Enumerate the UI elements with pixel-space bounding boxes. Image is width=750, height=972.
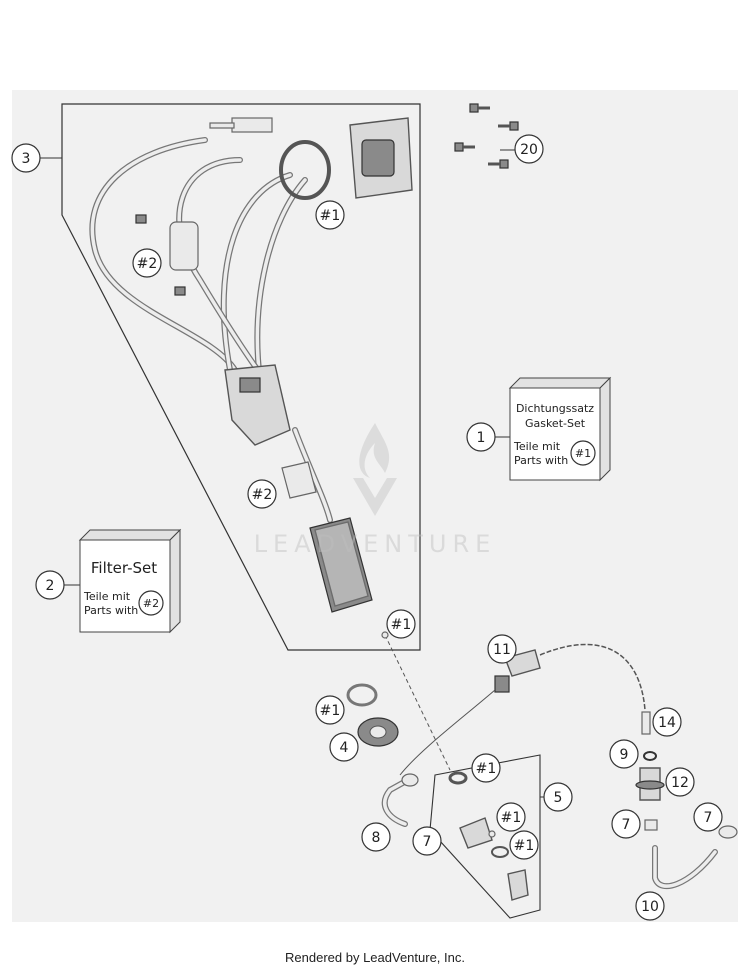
svg-text:Parts with: Parts with <box>514 454 568 467</box>
callout-1[interactable]: 1 <box>466 422 496 452</box>
svg-text:4: 4 <box>340 740 349 756</box>
svg-text:#1: #1 <box>575 447 591 460</box>
assembly-3-boundary <box>61 103 421 651</box>
svg-text:#2: #2 <box>137 256 158 272</box>
svg-text:3: 3 <box>22 151 31 167</box>
callout-7-b[interactable]: 7 <box>693 802 723 832</box>
callout-hash1-d[interactable]: #1 <box>471 753 501 783</box>
callout-9[interactable]: 9 <box>609 739 639 769</box>
svg-text:14: 14 <box>658 715 676 731</box>
svg-text:#1: #1 <box>391 617 412 633</box>
callout-12[interactable]: 12 <box>665 767 695 797</box>
callout-2[interactable]: 2 <box>35 570 65 600</box>
filter-set-box[interactable]: Filter-Set Teile mit Parts with #2 <box>78 528 182 634</box>
svg-text:Filter-Set: Filter-Set <box>91 559 157 577</box>
callout-hash1-f[interactable]: #1 <box>509 830 539 860</box>
svg-text:1: 1 <box>477 430 486 446</box>
svg-text:#1: #1 <box>320 703 341 719</box>
part-9-oring <box>643 751 657 761</box>
leadventure-logo-icon <box>353 423 397 516</box>
callout-hash1-e[interactable]: #1 <box>496 802 526 832</box>
svg-text:#1: #1 <box>501 810 522 826</box>
svg-text:9: 9 <box>620 747 629 763</box>
callout-hash1-c[interactable]: #1 <box>315 695 345 725</box>
callout-7-c[interactable]: 7 <box>412 826 442 856</box>
callout-14[interactable]: 14 <box>652 707 682 737</box>
svg-text:Parts with: Parts with <box>84 604 138 617</box>
svg-text:20: 20 <box>520 142 538 158</box>
callout-11[interactable]: 11 <box>487 634 517 664</box>
svg-text:10: 10 <box>641 899 659 915</box>
footer-credit: Rendered by LeadVenture, Inc. <box>285 950 465 965</box>
svg-text:8: 8 <box>372 830 381 846</box>
part-7-clamp-far <box>718 825 738 839</box>
svg-text:Gasket-Set: Gasket-Set <box>525 417 586 430</box>
svg-text:7: 7 <box>704 810 713 826</box>
svg-text:5: 5 <box>554 790 563 806</box>
svg-text:Dichtungssatz: Dichtungssatz <box>516 402 594 415</box>
callout-4[interactable]: 4 <box>329 732 359 762</box>
svg-text:7: 7 <box>423 834 432 850</box>
callout-10[interactable]: 10 <box>635 891 665 921</box>
watermark-text: LEADVENTURE <box>253 530 497 558</box>
svg-text:7: 7 <box>622 817 631 833</box>
gasket-set-box[interactable]: Dichtungssatz Gasket-Set Teile mit Parts… <box>508 376 612 482</box>
part-7-clamp-right <box>644 819 658 831</box>
svg-text:#2: #2 <box>252 487 273 503</box>
callout-hash2-b[interactable]: #2 <box>247 479 277 509</box>
callout-3[interactable]: 3 <box>11 143 41 173</box>
part-14-pin <box>641 711 651 735</box>
part-1-ring <box>346 683 378 707</box>
svg-text:#1: #1 <box>514 838 535 854</box>
filter-sleeve <box>281 461 317 499</box>
svg-text:2: 2 <box>46 578 55 594</box>
callout-20[interactable]: 20 <box>514 134 544 164</box>
svg-text:Teile mit: Teile mit <box>513 440 561 453</box>
callout-hash1-b[interactable]: #1 <box>386 609 416 639</box>
part-5-bracket <box>429 754 541 919</box>
svg-text:11: 11 <box>493 642 511 658</box>
callout-8[interactable]: 8 <box>361 822 391 852</box>
fuel-line-parts <box>346 631 738 919</box>
svg-text:12: 12 <box>671 775 689 791</box>
pump-seal-ring <box>279 140 331 200</box>
diagram-background <box>12 90 738 922</box>
fuel-pump-assembly <box>89 117 413 613</box>
svg-text:Teile mit: Teile mit <box>83 590 131 603</box>
callout-7-a[interactable]: 7 <box>611 809 641 839</box>
pump-motor <box>224 364 291 446</box>
callout-hash2-a[interactable]: #2 <box>132 248 162 278</box>
callout-hash1-a[interactable]: #1 <box>315 200 345 230</box>
svg-text:#1: #1 <box>320 208 341 224</box>
filter-cartridge-small <box>169 221 199 271</box>
svg-text:#2: #2 <box>143 597 159 610</box>
callout-5[interactable]: 5 <box>543 782 573 812</box>
screws-20 <box>454 103 519 169</box>
connector-plug <box>231 117 273 133</box>
svg-text:#1: #1 <box>476 761 497 777</box>
